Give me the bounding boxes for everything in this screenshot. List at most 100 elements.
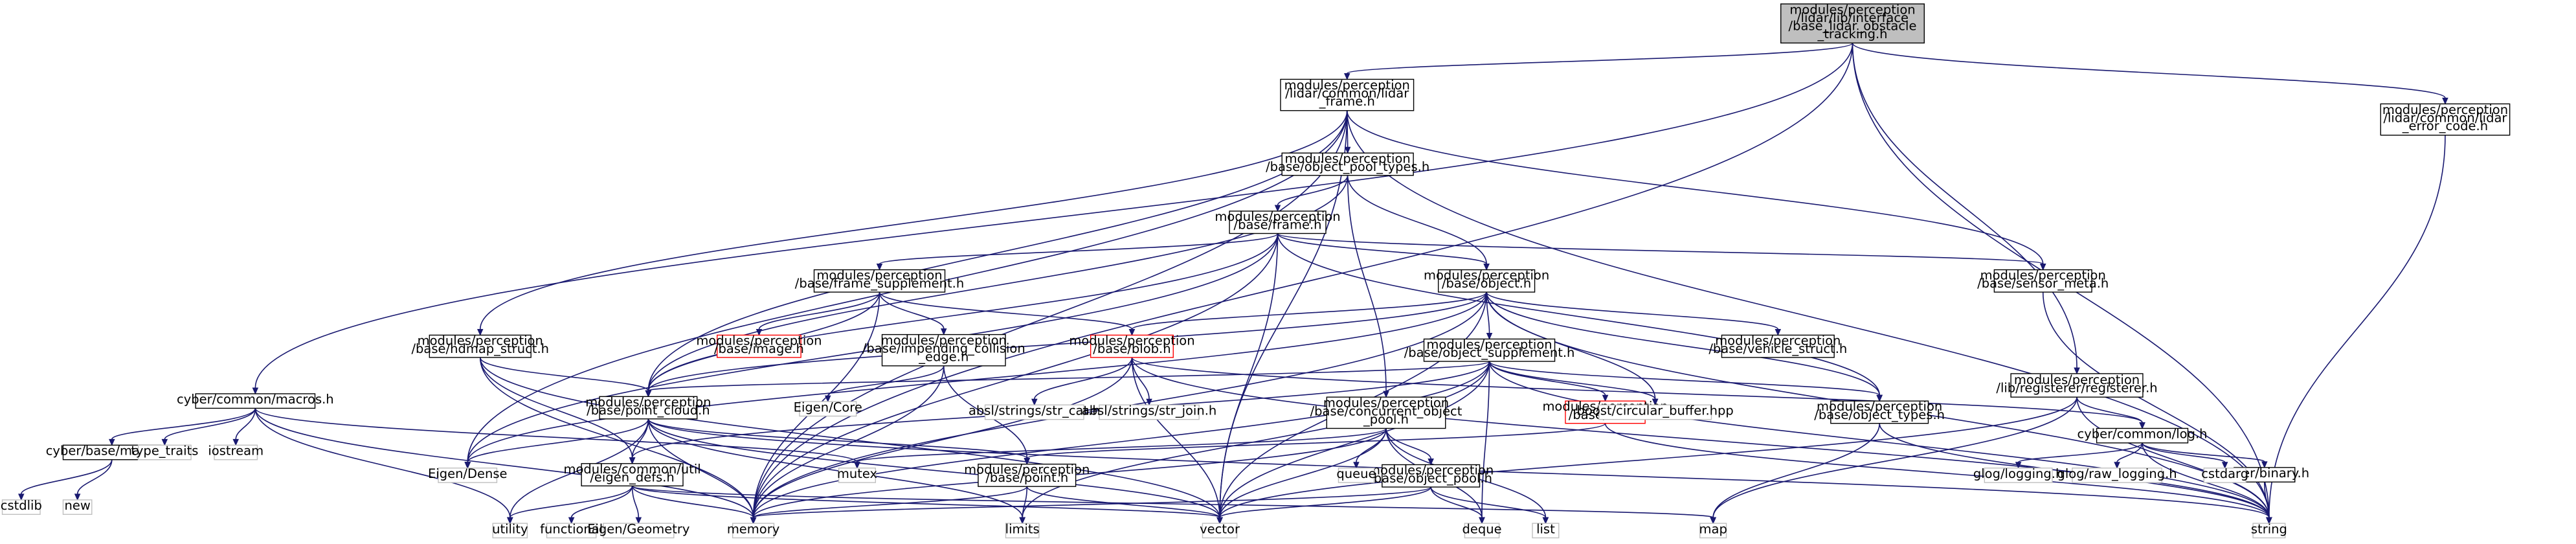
node-box-object_pool_types	[1281, 152, 1414, 176]
node-cyber_macros[interactable]: cyber/common/macros.h	[177, 392, 334, 409]
node-blob[interactable]: modules/perception/base/blob.h	[1069, 333, 1195, 358]
edge-object_pool-to-memory	[752, 486, 1431, 518]
node-point_cloud[interactable]: modules/perception/base/point_cloud.h	[585, 394, 711, 420]
node-object[interactable]: modules/perception/base/object.h	[1424, 267, 1549, 293]
node-frame_supplement[interactable]: modules/perception/base/frame_supplement…	[795, 267, 964, 293]
node-hdmap_struct[interactable]: modules/perception/base/hdmap_struct.h	[411, 333, 549, 358]
node-label-line-object-1: /base/object.h	[1442, 276, 1531, 291]
node-sensor_meta[interactable]: modules/perception/base/sensor_meta.h	[1977, 267, 2109, 293]
node-box-iostream	[214, 444, 258, 460]
node-root[interactable]: modules/perception/lidar/lib/interface/b…	[1780, 2, 1925, 44]
edge-object_supplement-to-deque	[1481, 361, 1490, 518]
node-str_join: absl/strings/str_join.h	[1082, 403, 1216, 420]
edge-cyber_macros-to-memory	[254, 408, 754, 518]
node-label-line-object_supplement-0: modules/perception	[1426, 337, 1552, 352]
node-label-line-point_cloud-1: /base/point_cloud.h	[587, 403, 710, 418]
edge-lidar_frame-to-sensor_meta	[1346, 110, 2044, 264]
node-label-line-map-0: map	[1699, 521, 1727, 536]
node-object_pool_types[interactable]: modules/perception/base/object_pool_type…	[1266, 151, 1429, 176]
edge-object_pool_types-to-object	[1347, 175, 1487, 264]
arrowhead-point-to-limits	[1019, 517, 1025, 525]
edge-object_pool_types-to-concurrent_pool	[1347, 175, 1387, 392]
node-label-line-sensor_meta-0: modules/perception	[1980, 267, 2106, 282]
node-label-line-concurrent_pool-1: /base/concurrent_object	[1310, 403, 1462, 418]
node-eigen_defs[interactable]: modules/common/util/eigen_defs.h	[564, 462, 701, 487]
arrowhead-eigen_defs-to-functional	[568, 517, 575, 525]
edge-impending-to-eigen_core	[827, 365, 945, 396]
node-box-cyber_log	[2096, 427, 2189, 444]
node-label-line-object_types-1: /base/object_types.h	[1814, 407, 1945, 422]
node-label-line-cstdarg-0: cstdarg	[2201, 466, 2248, 481]
node-label-line-list-0: list	[1536, 521, 1555, 536]
node-box-eigen_dense	[438, 468, 498, 483]
edge-eigen_defs-to-utility	[510, 486, 633, 518]
arrowhead-root-to-lidar_error	[2442, 97, 2448, 105]
node-object_pool[interactable]: modules/perception/base/object_pool.h	[1368, 462, 1494, 488]
edge-point_cloud-to-eigen_defs	[631, 418, 649, 458]
node-lidar_error[interactable]: modules/perception/lidar/common/lidar_er…	[2380, 102, 2511, 136]
node-lidar_frame[interactable]: modules/perception/lidar/common/lidar_fr…	[1280, 78, 1415, 111]
arrowhead-frame-to-sensor_meta	[2039, 264, 2046, 271]
arrowhead-object_pool-to-memory	[750, 517, 757, 525]
edge-registerer-to-map	[1712, 397, 2078, 518]
node-label-type_traits: type_traits	[131, 444, 198, 459]
node-label-line-blob-0: modules/perception	[1069, 333, 1194, 348]
node-box-type_traits	[137, 444, 192, 460]
node-concurrent_pool[interactable]: modules/perception/base/concurrent_objec…	[1310, 396, 1462, 429]
node-box-string	[2252, 523, 2286, 539]
arrowhead-object_pool-to-vector	[1216, 517, 1223, 525]
arrowhead-impending-to-eigen_core	[825, 395, 831, 403]
node-label-line-image-1: /base/image.h	[714, 341, 804, 356]
node-box-str_join	[1099, 404, 1200, 420]
node-label-line-image-0: modules/perception	[696, 333, 822, 348]
node-label-line-cstdlib-0: cstdlib	[1, 498, 42, 513]
node-label-line-str_cat-0: absl/strings/str_cat.h	[969, 403, 1101, 418]
node-label-concurrent_pool: modules/perception/base/concurrent_objec…	[1310, 396, 1462, 427]
edge-object_pool-to-deque	[1430, 486, 1483, 518]
node-cyber_log[interactable]: cyber/common/log.h	[2078, 427, 2208, 444]
node-label-frame_supplement: modules/perception/base/frame_supplement…	[795, 267, 964, 291]
edge-point-to-limits	[1022, 486, 1028, 518]
arrowhead-cyber_macros-to-base_macros	[109, 438, 115, 446]
arrowhead-frame_supplement-to-impending	[941, 328, 947, 335]
node-impending[interactable]: modules/perception/base/impending_collis…	[862, 333, 1025, 367]
node-label-line-impending-0: modules/perception	[881, 333, 1007, 348]
edge-concurrent_pool-to-object_pool	[1385, 428, 1431, 459]
node-label-line-registerer-0: modules/perception	[2014, 372, 2140, 387]
edge-frame-to-object	[1277, 233, 1487, 265]
node-box-object_pool	[1382, 464, 1481, 488]
node-point[interactable]: modules/perception/base/point.h	[964, 462, 1090, 487]
node-label-line-root-1: /lidar/lib/interface	[1797, 10, 1909, 25]
node-eigen_core: Eigen/Core	[794, 400, 862, 417]
node-box-vector	[1202, 523, 1238, 539]
node-object_supplement[interactable]: modules/perception/base/object_supplemen…	[1404, 337, 1575, 362]
node-image[interactable]: modules/perception/base/image.h	[696, 333, 822, 358]
node-vehicle_struct[interactable]: modules/perception/base/vehicle_struct.h	[1708, 333, 1847, 358]
node-object_types[interactable]: modules/perception/base/object_types.h	[1814, 399, 1945, 424]
node-label-line-memory-0: memory	[727, 521, 779, 536]
node-glog_logging: glog/logging.h	[1973, 466, 2063, 483]
node-label-object_types: modules/perception/base/object_types.h	[1814, 399, 1945, 422]
node-label-line-cyber_log-0: cyber/common/log.h	[2078, 427, 2208, 442]
node-label-map: map	[1699, 521, 1727, 536]
edge-frame_supplement-to-impending	[879, 291, 945, 329]
node-map: map	[1699, 521, 1727, 539]
node-label-limits: limits	[1005, 521, 1040, 536]
arrowhead-frame_supplement-to-blob	[1128, 328, 1136, 336]
arrowhead-object_pool_types-to-frame	[1274, 205, 1281, 212]
node-registerer[interactable]: modules/perception/lib/registerer/regist…	[1996, 372, 2158, 398]
node-label-line-utility-0: utility	[492, 521, 528, 536]
node-box-deque	[1464, 523, 1500, 539]
node-box-mutex	[838, 468, 877, 483]
edge-lidar_error-to-string	[2268, 135, 2446, 518]
node-label-line-mutex-0: mutex	[837, 466, 877, 481]
node-box-cstdlib	[1, 499, 41, 515]
node-label-line-root-3: _tracking.h	[1817, 27, 1887, 41]
node-limits: limits	[1005, 521, 1040, 539]
node-label-line-limits-0: limits	[1005, 521, 1040, 536]
node-label-line-concurrent_pool-2: _pool.h	[1363, 412, 1409, 427]
node-label-point: modules/perception/base/point.h	[964, 462, 1090, 486]
node-frame[interactable]: modules/perception/base/frame.h	[1215, 209, 1341, 234]
edge-blob-to-memory	[752, 357, 1133, 518]
node-str_cat: absl/strings/str_cat.h	[969, 403, 1101, 420]
